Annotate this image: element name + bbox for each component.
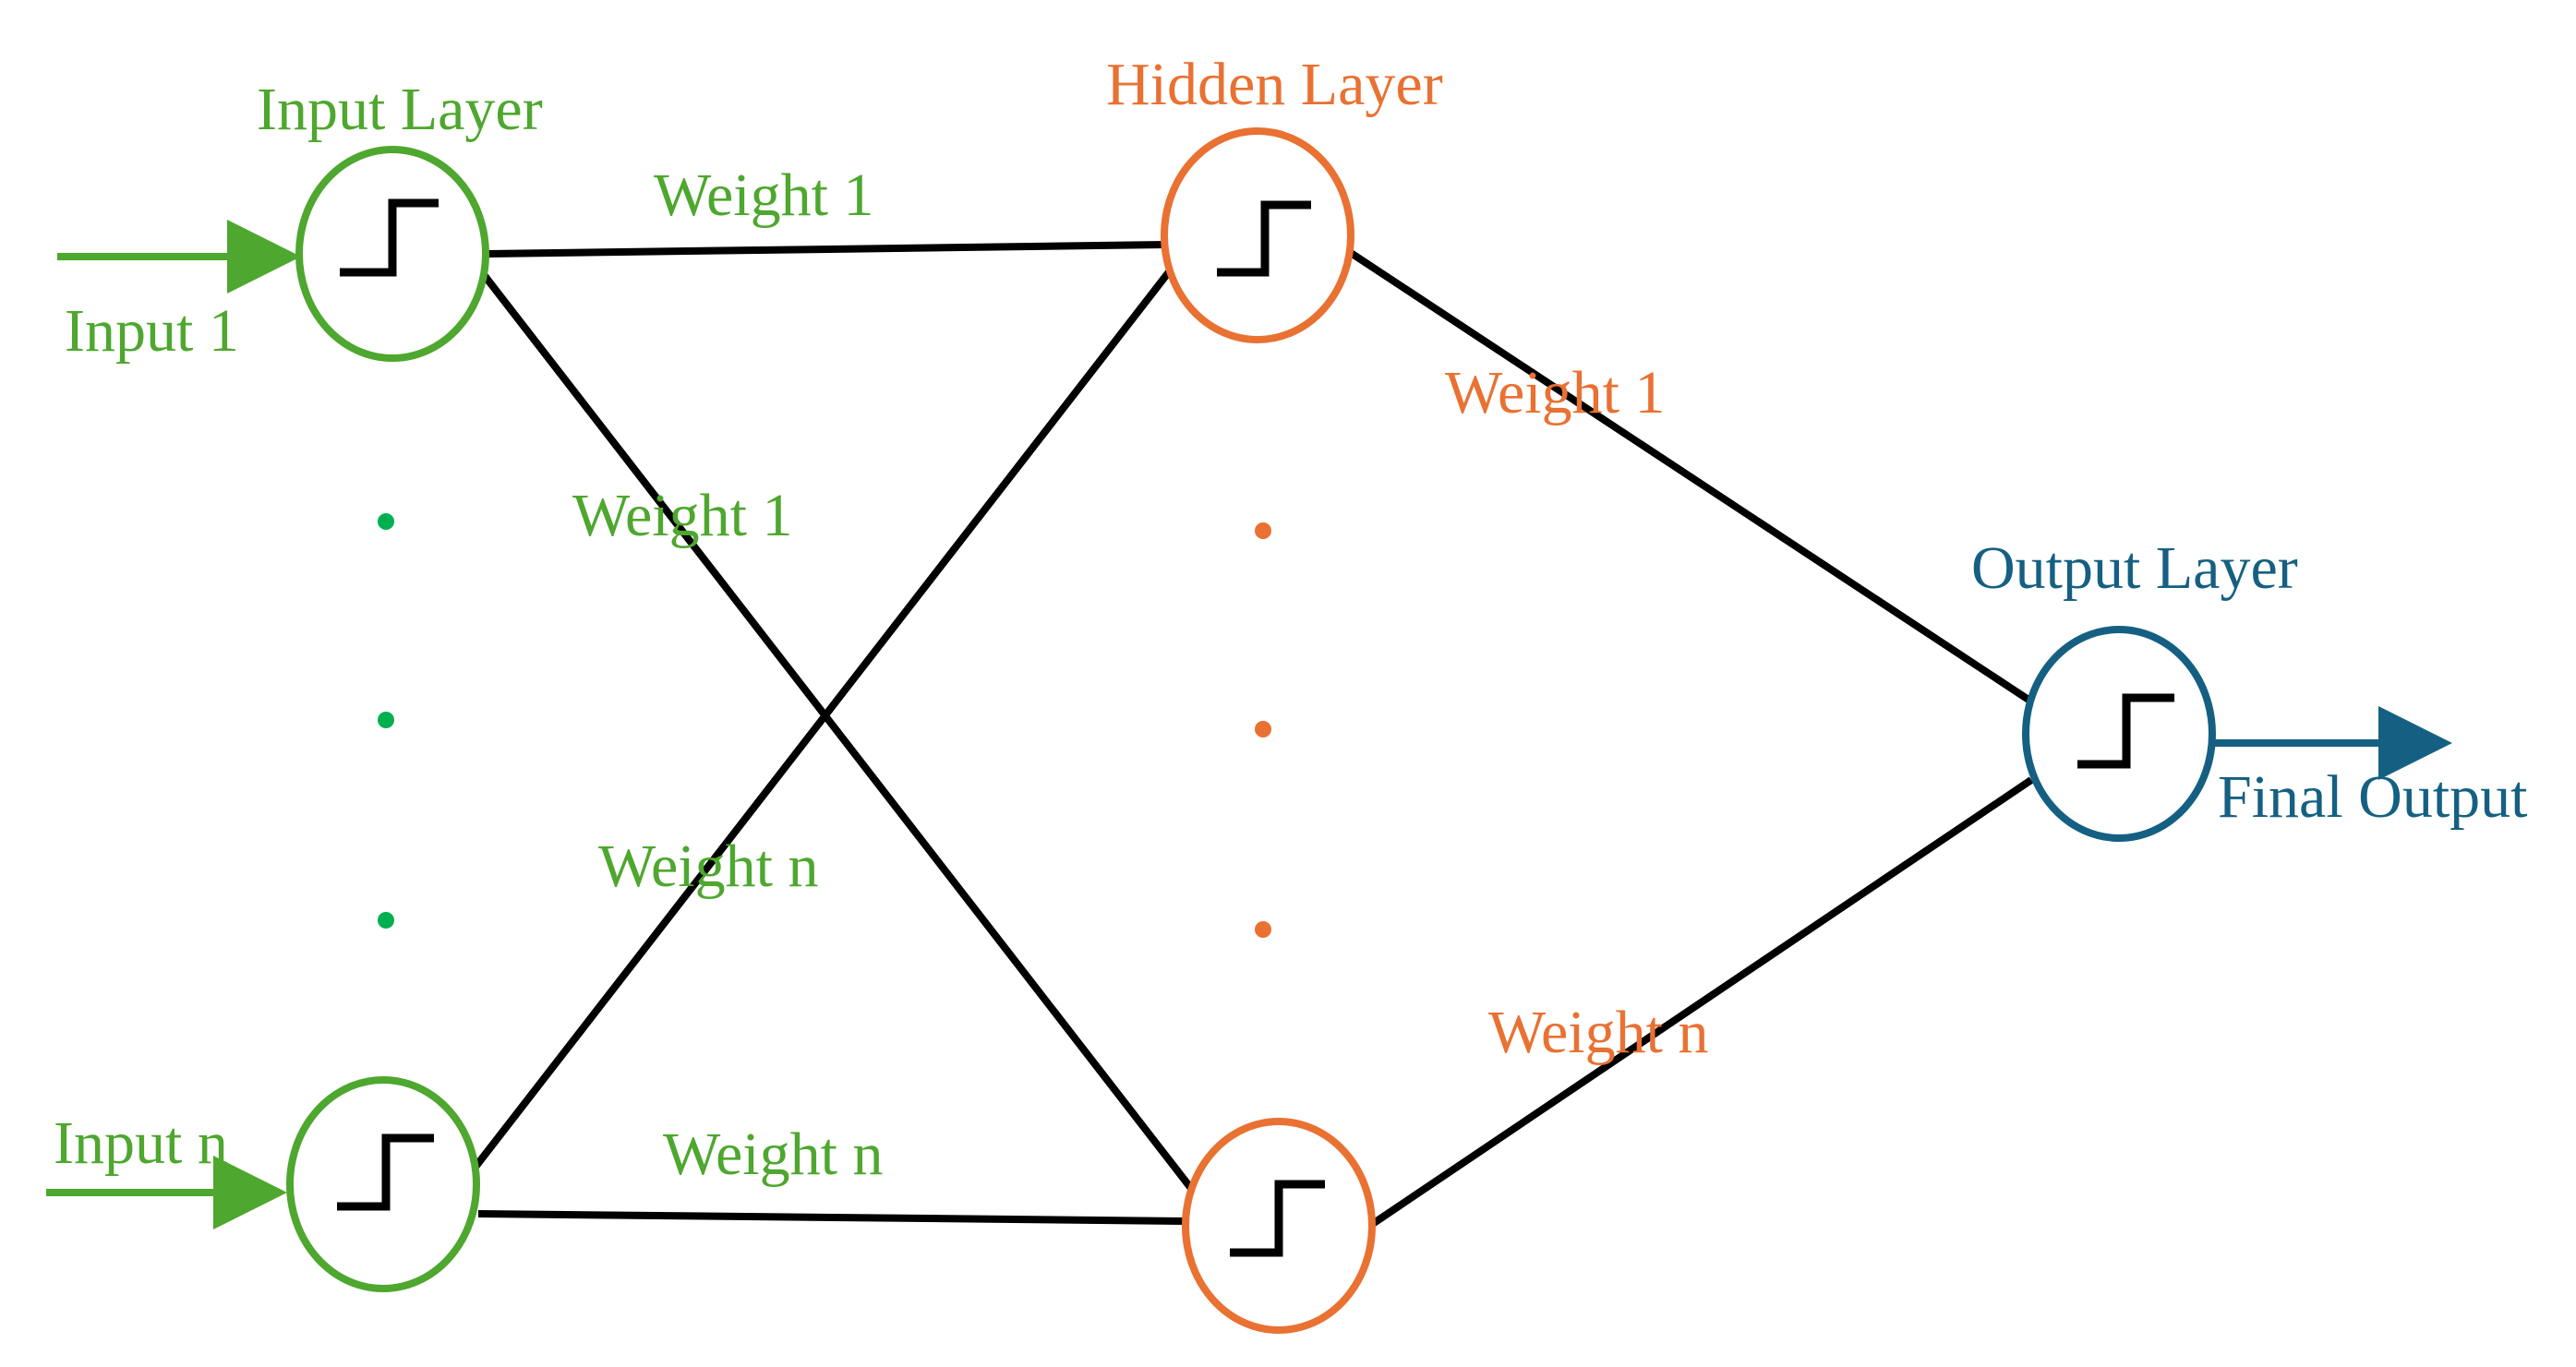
- output-layer-title: Output Layer: [1971, 534, 2298, 602]
- hidden-node-n: [1182, 1118, 1376, 1334]
- connection-h1-out: [1345, 247, 2034, 705]
- output-node: [2022, 626, 2216, 842]
- weight-label-in1-hn: Weight 1: [572, 482, 792, 549]
- hidden-layer-title: Hidden Layer: [1106, 51, 1443, 118]
- connection-hn-out: [1371, 776, 2034, 1227]
- connections: [469, 241, 2034, 1227]
- step-function-icon: [1230, 1180, 1325, 1257]
- weight-label-inn-hn: Weight n: [663, 1121, 883, 1188]
- hidden-node-1: [1161, 127, 1354, 343]
- step-function-icon: [2077, 693, 2174, 769]
- step-function-icon: [337, 1133, 434, 1211]
- weight-label-h1-out: Weight 1: [1445, 359, 1665, 426]
- connection-in1-hn: [478, 270, 1197, 1193]
- connection-inn-h1: [469, 267, 1174, 1173]
- final-output-label: Final Output: [2218, 763, 2528, 831]
- weight-label-in1-h1: Weight 1: [654, 162, 873, 229]
- input-1-label: Input 1: [65, 297, 239, 365]
- input-layer-title: Input Layer: [257, 76, 543, 143]
- input-node-1: [295, 146, 489, 362]
- connection-in1-h1: [487, 241, 1166, 258]
- weight-label-hn-out: Weight n: [1488, 999, 1708, 1066]
- step-function-icon: [340, 198, 439, 277]
- connection-inn-hn: [477, 1210, 1190, 1225]
- hidden-ellipsis: [1255, 522, 1271, 938]
- weight-label-inn-h1: Weight n: [598, 833, 818, 900]
- input-ellipsis: [378, 513, 394, 929]
- input-n-label: Input n: [54, 1109, 228, 1177]
- input-node-n: [286, 1076, 480, 1292]
- step-function-icon: [1217, 200, 1311, 277]
